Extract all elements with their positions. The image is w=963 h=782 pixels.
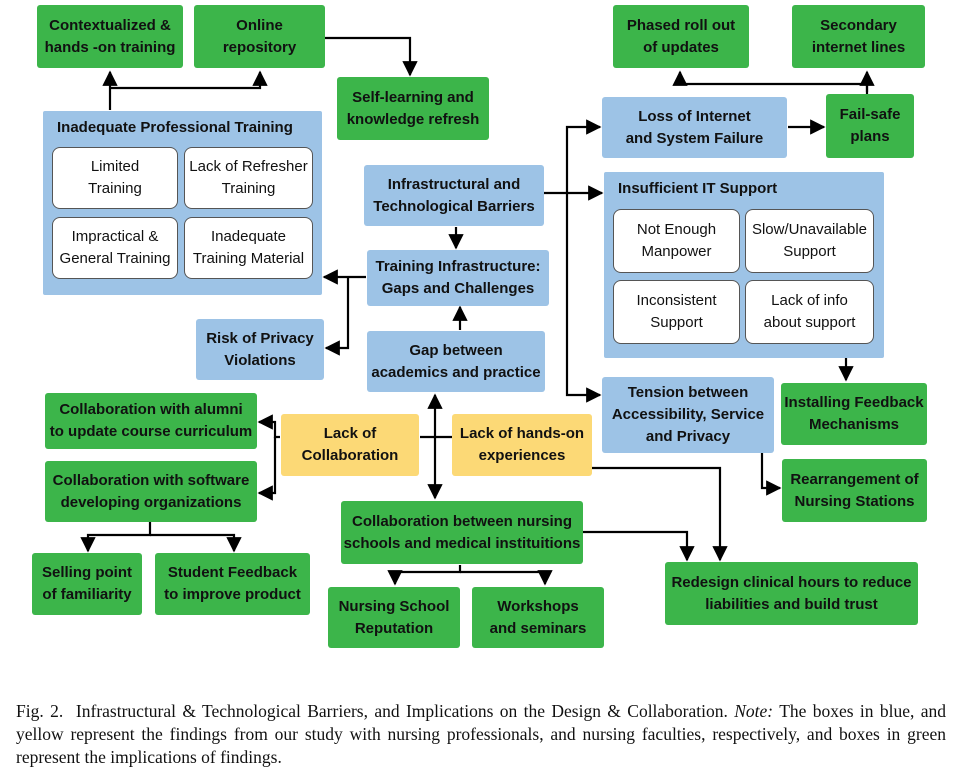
node-collab-software: Collaboration with software developing o…: [45, 461, 257, 522]
node-risk-of-privacy: Risk of Privacy Violations: [196, 319, 324, 380]
caption-text: Infrastructural & Technological Barriers…: [75, 701, 728, 721]
item-not-enough-manpower: Not Enough Manpower: [613, 209, 740, 273]
node-label: Collaboration with alumni to update cour…: [49, 401, 253, 440]
node-label: Fail-safe plans: [839, 106, 901, 145]
group-title: Inadequate Professional Training: [57, 119, 293, 136]
arrow-to-online-repo: [110, 70, 268, 90]
node-training-infrastructure: Training Infrastructure: Gaps and Challe…: [367, 250, 549, 306]
node-label: Lack of Collaboration: [301, 425, 399, 464]
node-nursing-school-reputation: Nursing School Reputation: [328, 587, 460, 648]
node-label: Collaboration between nursing schools an…: [343, 512, 581, 552]
node-label: Redesign clinical hours to reduce liabil…: [671, 573, 912, 613]
node-lack-of-collaboration: Lack of Collaboration: [281, 414, 419, 476]
node-label: Installing Feedback Mechanisms: [784, 394, 924, 433]
node-secondary-internet: Secondary internet lines: [792, 5, 925, 68]
item-label: Inadequate Training Material: [192, 228, 305, 267]
node-label: Infrastructural and Technological Barrie…: [373, 175, 535, 215]
item-slow-support: Slow/Unavailable Support: [745, 209, 874, 273]
item-lack-refresher: Lack of Refresher Training: [184, 147, 313, 209]
arrow-to-tension: [565, 193, 602, 403]
node-installing-feedback: Installing Feedback Mechanisms: [781, 383, 927, 445]
node-collab-nursing-medical: Collaboration between nursing schools an…: [341, 501, 583, 564]
node-loss-of-internet: Loss of Internet and System Failure: [602, 97, 787, 158]
arrow-to-collab-alumni: [257, 414, 280, 439]
node-contextualized-training: Contextualized & hands -on training: [37, 5, 183, 68]
arrow-to-collab-software: [257, 437, 277, 501]
node-infrastructural-barriers: Infrastructural and Technological Barrie…: [364, 165, 544, 226]
arrow-to-reputation: [387, 565, 462, 586]
group-title: Insufficient IT Support: [618, 180, 778, 197]
connector-lines: [80, 36, 875, 586]
caption-label: Fig. 2.: [16, 701, 64, 721]
node-lack-handson: Lack of hands-on experiences: [452, 414, 592, 476]
caption-note-text: The boxes in blue, and yellow represent …: [16, 701, 947, 767]
arrow-to-selling-point: [80, 522, 152, 553]
node-label: Contextualized & hands -on training: [44, 16, 176, 56]
arrow-hands-to-redesign: [592, 466, 728, 562]
node-label: Collaboration with software developing o…: [52, 471, 250, 511]
item-label: Inconsistent Support: [636, 292, 717, 331]
item-label: Limited Training: [88, 158, 142, 197]
node-workshops-seminars: Workshops and seminars: [472, 587, 604, 648]
node-label: Loss of Internet and System Failure: [625, 107, 764, 147]
node-rearrangement-nursing: Rearrangement of Nursing Stations: [782, 459, 927, 522]
caption-note-label: Note:: [734, 701, 774, 721]
node-tension-accessibility: Tension between Accessibility, Service a…: [602, 377, 774, 453]
node-label: Tension between Accessibility, Service a…: [611, 384, 765, 445]
node-label: Nursing School Reputation: [338, 597, 450, 637]
node-self-learning: Self-learning and knowledge refresh: [337, 77, 489, 140]
node-label: Student Feedback to improve product: [164, 564, 301, 603]
node-label: Online repository: [222, 16, 297, 56]
node-phased-rollout: Phased roll out of updates: [613, 5, 749, 68]
item-inadequate-material: Inadequate Training Material: [184, 217, 313, 279]
node-collab-alumni: Collaboration with alumni to update cour…: [45, 393, 257, 449]
node-label: Risk of Privacy Violations: [206, 329, 314, 369]
item-label: Lack of Refresher Training: [189, 158, 308, 197]
arrow-to-student-feedback: [150, 533, 242, 553]
item-inconsistent-support: Inconsistent Support: [613, 280, 740, 344]
arrow-collab-to-redesign: [583, 530, 695, 562]
item-lack-info-support: Lack of info about support: [745, 280, 874, 344]
node-label: Training Infrastructure: Gaps and Challe…: [375, 258, 541, 297]
node-redesign-clinical: Redesign clinical hours to reduce liabil…: [665, 562, 918, 625]
node-label: Lack of hands-on experiences: [459, 425, 585, 464]
item-impractical-training: Impractical & General Training: [52, 217, 178, 279]
node-fail-safe: Fail-safe plans: [826, 94, 914, 158]
node-label: Self-learning and knowledge refresh: [346, 88, 480, 128]
figure-caption: Fig. 2. Infrastructural & Technological …: [16, 700, 946, 769]
node-student-feedback: Student Feedback to improve product: [155, 553, 310, 615]
node-label: Secondary internet lines: [811, 16, 906, 56]
item-label: Impractical & General Training: [59, 228, 171, 267]
node-label: Phased roll out of updates: [626, 16, 736, 56]
arrow-to-self-learning: [325, 36, 418, 77]
node-label: Selling point of familiarity: [42, 564, 132, 603]
item-label: Not Enough Manpower: [636, 221, 717, 260]
node-label: Gap between academics and practice: [371, 341, 541, 381]
arrow-to-loss-internet: [565, 119, 602, 193]
arrow-to-workshops: [460, 570, 553, 586]
node-label: Workshops and seminars: [489, 597, 587, 637]
group-inadequate-training: Inadequate Professional Training Limited…: [43, 111, 322, 295]
arrow-to-risk-privacy: [324, 277, 350, 356]
item-label: Slow/Unavailable Support: [751, 221, 868, 260]
node-selling-point: Selling point of familiarity: [32, 553, 142, 615]
arrow-to-phased-rollout: [672, 70, 869, 92]
node-label: Rearrangement of Nursing Stations: [790, 470, 919, 510]
item-label: Lack of info about support: [763, 292, 856, 331]
group-insufficient-it: Insufficient IT Support Not Enough Manpo…: [604, 172, 884, 358]
node-online-repository: Online repository: [194, 5, 325, 68]
arrow-to-rearrangement: [760, 453, 782, 496]
node-gap-academics-practice: Gap between academics and practice: [367, 331, 545, 392]
item-limited-training: Limited Training: [52, 147, 178, 209]
